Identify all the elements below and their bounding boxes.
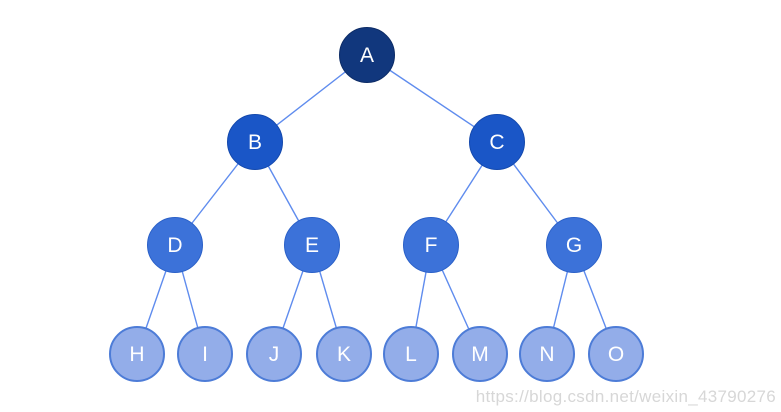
tree-node-g: G	[546, 217, 602, 273]
tree-node-m: M	[452, 326, 508, 382]
tree-node-label: N	[539, 342, 555, 366]
tree-node-d: D	[147, 217, 203, 273]
tree-node-e: E	[284, 217, 340, 273]
tree-node-k: K	[316, 326, 372, 382]
tree-node-label: D	[167, 233, 183, 257]
tree-node-l: L	[383, 326, 439, 382]
tree-node-label: J	[268, 342, 280, 366]
tree-node-label: A	[359, 43, 374, 67]
tree-node-label: I	[202, 342, 208, 366]
tree-node-label: K	[336, 342, 351, 366]
watermark: https://blog.csdn.net/weixin_43790276	[475, 387, 776, 406]
tree-node-b: B	[227, 114, 283, 170]
tree-node-label: B	[247, 130, 262, 154]
tree-node-h: H	[109, 326, 165, 382]
tree-node-c: C	[469, 114, 525, 170]
tree-node-i: I	[177, 326, 233, 382]
tree-node-label: O	[607, 342, 625, 366]
tree-node-n: N	[519, 326, 575, 382]
tree-node-a: A	[339, 27, 395, 83]
tree-node-f: F	[403, 217, 459, 273]
tree-node-j: J	[246, 326, 302, 382]
tree-node-label: F	[424, 233, 438, 257]
tree-node-label: H	[129, 342, 145, 366]
tree-node-label: C	[489, 130, 505, 154]
tree-node-label: M	[471, 342, 489, 366]
tree-node-label: L	[405, 342, 417, 366]
tree-node-label: G	[565, 233, 583, 257]
tree-node-o: O	[588, 326, 644, 382]
tree-node-label: E	[304, 233, 319, 257]
